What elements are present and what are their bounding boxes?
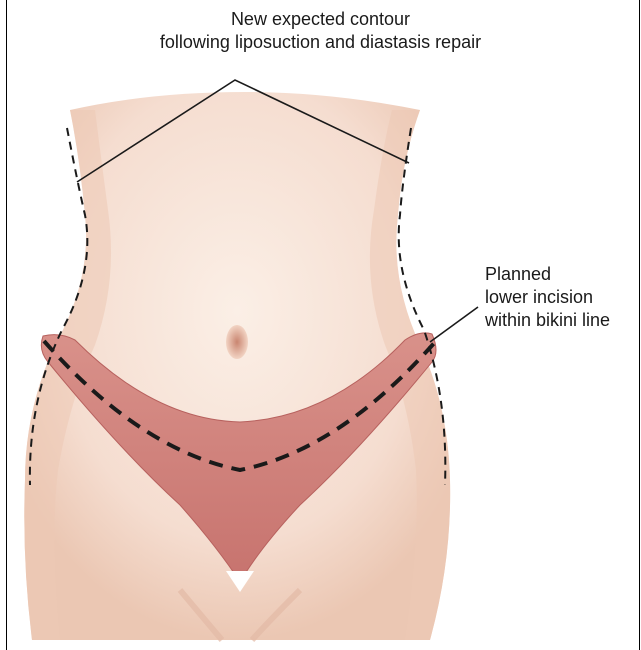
contour-annotation-line1: New expected contour xyxy=(0,8,641,31)
incision-annotation-line1: Planned xyxy=(485,263,610,286)
contour-annotation-line2: following liposuction and diastasis repa… xyxy=(0,31,641,54)
contour-annotation: New expected contour following liposucti… xyxy=(0,8,641,54)
incision-annotation-line3: within bikini line xyxy=(485,309,610,332)
incision-annotation-line2: lower incision xyxy=(485,286,610,309)
navel xyxy=(226,325,248,359)
incision-leader-line xyxy=(430,307,478,342)
incision-annotation: Planned lower incision within bikini lin… xyxy=(485,263,610,332)
